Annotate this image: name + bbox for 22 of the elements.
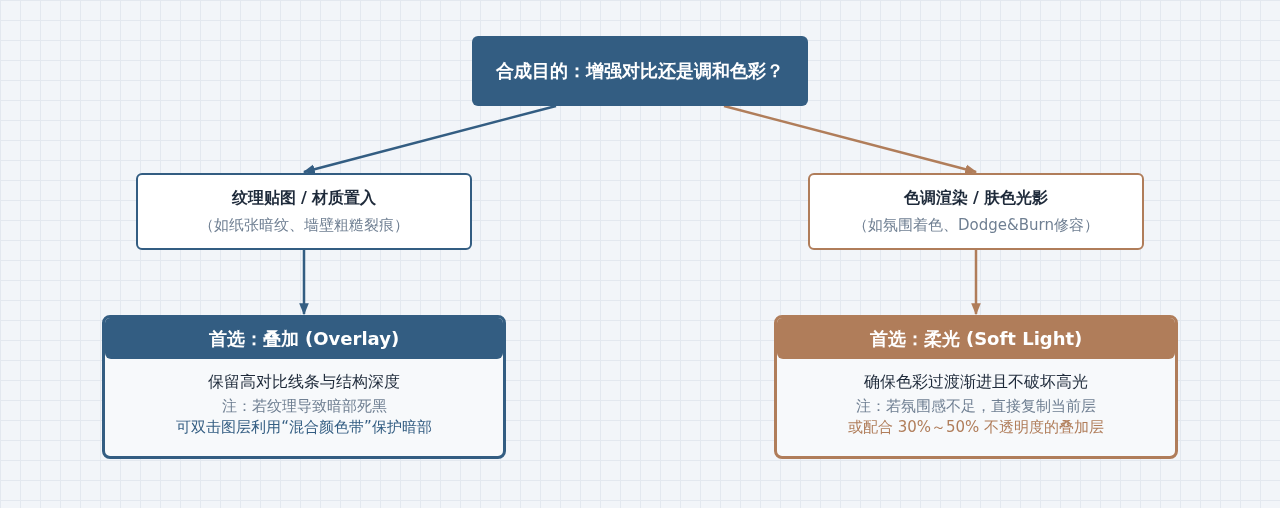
note-text: 注：若氛围感不足，直接复制当前层 bbox=[855, 397, 1097, 416]
decision-box bbox=[472, 36, 808, 106]
example-text: （如纸张暗纹、墙壁粗糙裂痕） bbox=[198, 216, 410, 235]
card-header: 首选：叠加 (Overlay) bbox=[105, 318, 503, 359]
category-box bbox=[136, 173, 472, 250]
note-text: 注：若纹理导致暗部死黑 bbox=[220, 397, 388, 416]
method-card bbox=[774, 315, 1178, 459]
arrow bbox=[302, 104, 557, 174]
arrow bbox=[299, 250, 309, 316]
example-text: （如氛围着色、Dodge&Burn修容） bbox=[852, 216, 1100, 235]
question-text: 合成目的：增强对比还是调和色彩？ bbox=[495, 59, 785, 83]
tip-text: 或配合 30%～50% 不透明度的叠加层 bbox=[846, 418, 1106, 437]
arrow bbox=[723, 104, 978, 174]
category-box bbox=[808, 173, 1144, 250]
body-text: 保留高对比线条与结构深度 bbox=[207, 372, 401, 393]
tip-text: 可双击图层利用“混合颜色带”保护暗部 bbox=[175, 418, 433, 437]
category-title: 色调渲染 / 肤色光影 bbox=[902, 188, 1050, 209]
card-header: 首选：柔光 (Soft Light) bbox=[777, 318, 1175, 359]
body-text: 确保色彩过渡渐进且不破坏高光 bbox=[863, 372, 1089, 393]
arrow bbox=[971, 250, 981, 316]
category-title: 纹理贴图 / 材质置入 bbox=[230, 188, 378, 209]
method-card bbox=[102, 315, 506, 459]
